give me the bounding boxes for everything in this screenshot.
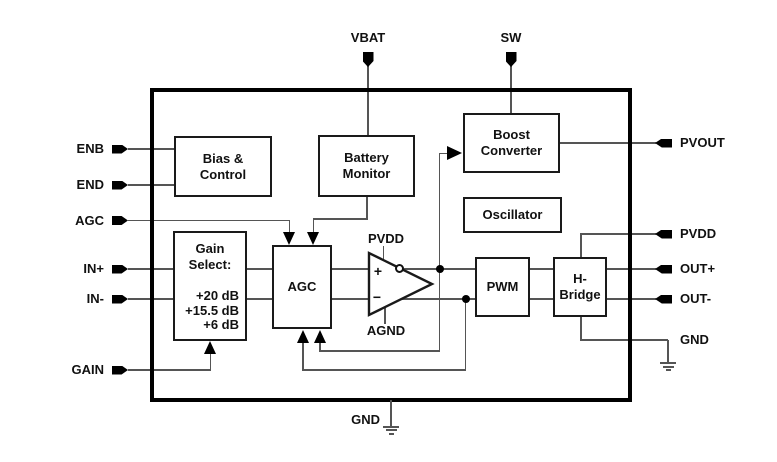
amp-plus-input: + (373, 263, 383, 279)
ground-bar (660, 362, 676, 364)
wire (529, 268, 554, 270)
wire (366, 197, 368, 219)
wire (246, 298, 273, 300)
pin-gain (112, 365, 128, 375)
block-gain-select: Gain Select: +20 dB +15.5 dB +6 dB (173, 231, 247, 341)
gain-select-title: Gain Select: (188, 241, 232, 272)
wire (384, 307, 386, 324)
arrowhead-feedback-to-agc-left (297, 330, 309, 343)
junction-dot (435, 265, 444, 273)
pin-end-label: END (76, 177, 104, 192)
wire (312, 218, 315, 234)
pin-in-minus-label: IN- (86, 291, 104, 306)
amp-top-rail-label: PVDD (367, 231, 405, 246)
pin-enb-label: ENB (76, 141, 104, 156)
block-agc: AGC (272, 245, 332, 329)
arrowhead-gain-to-gain-select (204, 341, 216, 354)
wire (246, 268, 273, 270)
wire (667, 340, 669, 363)
wire (319, 341, 321, 351)
wire (288, 220, 291, 233)
pin-pvdd-label: PVDD (680, 226, 717, 241)
pin-pvout (655, 138, 672, 148)
wire (128, 219, 290, 222)
pin-in-plus-label: IN+ (83, 261, 104, 276)
gnd-right-label: GND (680, 332, 709, 347)
wire (302, 369, 467, 371)
pin-out-plus-label: OUT+ (680, 261, 716, 276)
pin-in-minus (112, 294, 128, 304)
block-battery-monitor: Battery Monitor (318, 135, 415, 197)
ground-bar (662, 365, 674, 368)
block-label: AGC (287, 279, 317, 294)
pin-agc-label: AGC (75, 212, 104, 228)
pin-vbat-label: VBAT (350, 30, 386, 45)
wire (559, 142, 656, 144)
pin-out-minus (655, 294, 672, 304)
pin-pvdd (655, 229, 672, 239)
block-oscillator: Oscillator (463, 197, 562, 233)
arrowhead-battery-to-agc (307, 232, 319, 245)
wire (319, 350, 441, 352)
wire (367, 66, 369, 136)
block-pwm: PWM (475, 257, 530, 317)
block-label: Bias & Control (199, 150, 247, 182)
wire (580, 233, 582, 259)
junction-dot (461, 295, 470, 303)
wire (401, 298, 476, 300)
wire (390, 400, 392, 426)
block-label: Boost Converter (480, 127, 543, 158)
ground-bar (385, 429, 397, 431)
gain-select-options: +20 dB +15.5 dB +6 dB (185, 288, 239, 333)
block-label: Battery Monitor (342, 150, 391, 181)
pin-agc (112, 216, 128, 225)
pin-in-plus (112, 264, 128, 274)
block-label: PWM (486, 279, 519, 294)
pin-gain-label: GAIN (71, 362, 105, 377)
block-boost-converter: Boost Converter (463, 113, 560, 173)
inverter-bubble (395, 264, 404, 273)
amp-minus-input: − (372, 289, 382, 305)
wire (128, 369, 211, 371)
wire (209, 352, 212, 370)
arrowhead-feedback-to-agc-right (314, 330, 326, 343)
arrowhead-to-boost-converter (447, 146, 462, 160)
arrowhead-agc-pin-to-agc (283, 232, 295, 245)
block-label: H- Bridge (559, 271, 601, 302)
pin-out-plus (655, 264, 672, 274)
wire (464, 299, 467, 370)
ground-bar (388, 432, 394, 435)
pin-sw-label: SW (500, 30, 522, 45)
gnd-bottom-label: GND (351, 412, 380, 427)
wire (438, 152, 441, 352)
amp-bottom-rail-label: AGND (366, 323, 406, 338)
wire (331, 298, 370, 300)
wire (580, 316, 582, 341)
pin-vbat (362, 52, 374, 67)
pin-end (112, 180, 128, 190)
pin-out-minus-label: OUT- (680, 291, 712, 306)
block-bias-control: Bias & Control (174, 136, 272, 197)
wire (580, 233, 656, 235)
pin-pvout-label: PVOUT (680, 135, 725, 150)
block-label: Oscillator (482, 207, 543, 222)
block-h-bridge: H- Bridge (553, 257, 607, 317)
wire (529, 298, 554, 300)
wire (382, 246, 385, 259)
pin-enb (112, 144, 128, 154)
wire (331, 268, 370, 270)
wire (302, 341, 304, 370)
wire (313, 218, 368, 220)
wire (438, 152, 449, 154)
pin-sw (505, 52, 517, 67)
wire (581, 339, 668, 341)
amplifier-triangle (367, 251, 435, 317)
ground-bar (383, 425, 399, 428)
ground-bar (665, 369, 671, 371)
